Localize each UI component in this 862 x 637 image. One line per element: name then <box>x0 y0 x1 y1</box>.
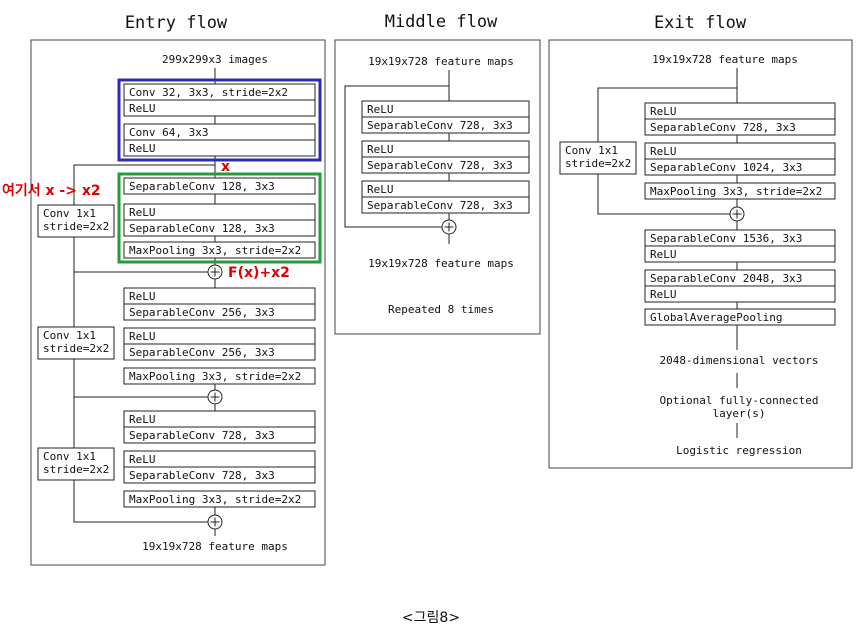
b2-sep2-label: SeparableConv 256, 3x3 <box>129 346 275 359</box>
exit-skip-connector <box>597 174 730 215</box>
block1-highlight-box <box>117 172 322 264</box>
b3-skip-block <box>37 447 115 481</box>
b3-skip-label-1: Conv 1x1 <box>43 450 96 463</box>
conv2-label: Conv 64, 3x3 <box>129 126 208 139</box>
add-icon <box>207 389 223 405</box>
middle-input-label: 19x19x728 feature maps <box>368 55 514 68</box>
middle-flow-title: Middle flow <box>385 12 498 32</box>
exit-sep4-label: SeparableConv 2048, 3x3 <box>650 272 802 285</box>
entry-output-label: 19x19x728 feature maps <box>142 540 288 553</box>
b1-relu-label: ReLU <box>129 206 156 219</box>
exit-skip-label-2: stride=2x2 <box>565 157 631 170</box>
middle-relu1-label: ReLU <box>367 103 394 116</box>
exit-gap-label: GlobalAveragePooling <box>650 311 782 324</box>
b1-skip-block <box>37 204 115 238</box>
conv1-relu-label: ReLU <box>129 102 156 115</box>
exit-relu4-label: ReLU <box>650 288 677 301</box>
exit-sep3-label: SeparableConv 1536, 3x3 <box>650 232 802 245</box>
b3-relu2-label: ReLU <box>129 453 156 466</box>
entry-flow-frame <box>30 39 326 566</box>
exit-vectors-label: 2048-dimensional vectors <box>660 354 819 367</box>
exit-flow-frame <box>548 39 853 469</box>
entry-flow-title: Entry flow <box>125 13 228 33</box>
annotation-here: 여기서 x -> x2 <box>2 182 101 199</box>
exit-pool-block <box>644 182 836 200</box>
entry-flow: Entry flow 299x299x3 images Conv 32, 3x3… <box>30 13 326 566</box>
annotation-x: x <box>221 159 230 175</box>
exit-skip-connector <box>597 87 737 142</box>
middle-sep1-label: SeparableConv 728, 3x3 <box>367 119 513 132</box>
exit-input-label: 19x19x728 feature maps <box>652 53 798 66</box>
exit-fc-label-1: Optional fully-connected <box>660 394 819 407</box>
exit-sep1-label: SeparableConv 728, 3x3 <box>650 121 796 134</box>
conv1-label: Conv 32, 3x3, stride=2x2 <box>129 86 288 99</box>
exit-logistic-label: Logistic regression <box>676 444 802 457</box>
middle-skip-connector <box>344 85 449 228</box>
b1-sep1-label: SeparableConv 128, 3x3 <box>129 180 275 193</box>
b2-relu1-label: ReLU <box>129 290 156 303</box>
b1-pool-label: MaxPooling 3x3, stride=2x2 <box>129 244 301 257</box>
b3-pool-block <box>123 490 316 508</box>
exit-gap-block <box>644 308 836 326</box>
b2-sep1-label: SeparableConv 256, 3x3 <box>129 306 275 319</box>
b2-skip-block <box>37 326 115 360</box>
annotation-fx: F(x)+x2 <box>228 265 290 281</box>
b3-relu1-label: ReLU <box>129 413 156 426</box>
b3-sep1-label: SeparableConv 728, 3x3 <box>129 429 275 442</box>
exit-skip-block <box>559 141 637 175</box>
add-icon <box>207 264 223 280</box>
exit-relu2-label: ReLU <box>650 145 677 158</box>
middle-output-label: 19x19x728 feature maps <box>368 257 514 270</box>
exit-flow: Exit flow 19x19x728 feature maps Conv 1x… <box>548 13 853 469</box>
middle-flow: Middle flow 19x19x728 feature maps ReLU … <box>334 12 541 335</box>
b3-skip-label-2: stride=2x2 <box>43 463 109 476</box>
middle-relu2-label: ReLU <box>367 143 394 156</box>
b2-relu2-label: ReLU <box>129 330 156 343</box>
b2-pool-block <box>123 367 316 385</box>
b3-pool-label: MaxPooling 3x3, stride=2x2 <box>129 493 301 506</box>
b1-pool-block <box>123 241 316 259</box>
exit-pool-label: MaxPooling 3x3, stride=2x2 <box>650 185 822 198</box>
middle-repeat-label: Repeated 8 times <box>388 303 494 316</box>
b1-skip-label-1: Conv 1x1 <box>43 207 96 220</box>
exit-relu1-label: ReLU <box>650 105 677 118</box>
conv-stem-highlight-box <box>117 78 322 162</box>
b3-sep2-label: SeparableConv 728, 3x3 <box>129 469 275 482</box>
exit-sep2-label: SeparableConv 1024, 3x3 <box>650 161 802 174</box>
middle-relu3-label: ReLU <box>367 183 394 196</box>
middle-flow-frame <box>334 39 541 335</box>
b1-sep1-block <box>123 177 316 195</box>
add-icon <box>729 206 745 222</box>
middle-sep2-label: SeparableConv 728, 3x3 <box>367 159 513 172</box>
exit-skip-label-1: Conv 1x1 <box>565 144 618 157</box>
b1-skip-label-2: stride=2x2 <box>43 220 109 233</box>
annotations: x 여기서 x -> x2 F(x)+x2 <box>2 78 322 281</box>
b1-skip-connector <box>73 164 215 205</box>
add-icon <box>207 514 223 530</box>
b2-pool-label: MaxPooling 3x3, stride=2x2 <box>129 370 301 383</box>
b1-sep2-label: SeparableConv 128, 3x3 <box>129 222 275 235</box>
exit-fc-label-2: layer(s) <box>713 407 766 420</box>
middle-sep3-label: SeparableConv 728, 3x3 <box>367 199 513 212</box>
b3-skip-connector <box>73 480 208 523</box>
entry-input-label: 299x299x3 images <box>162 53 268 66</box>
conv2-relu-label: ReLU <box>129 142 156 155</box>
figure-caption: <그림8> <box>402 610 460 626</box>
b2-skip-label-1: Conv 1x1 <box>43 329 96 342</box>
add-icon <box>441 219 457 235</box>
exit-relu3-label: ReLU <box>650 248 677 261</box>
b2-skip-label-2: stride=2x2 <box>43 342 109 355</box>
exit-flow-title: Exit flow <box>654 13 747 33</box>
